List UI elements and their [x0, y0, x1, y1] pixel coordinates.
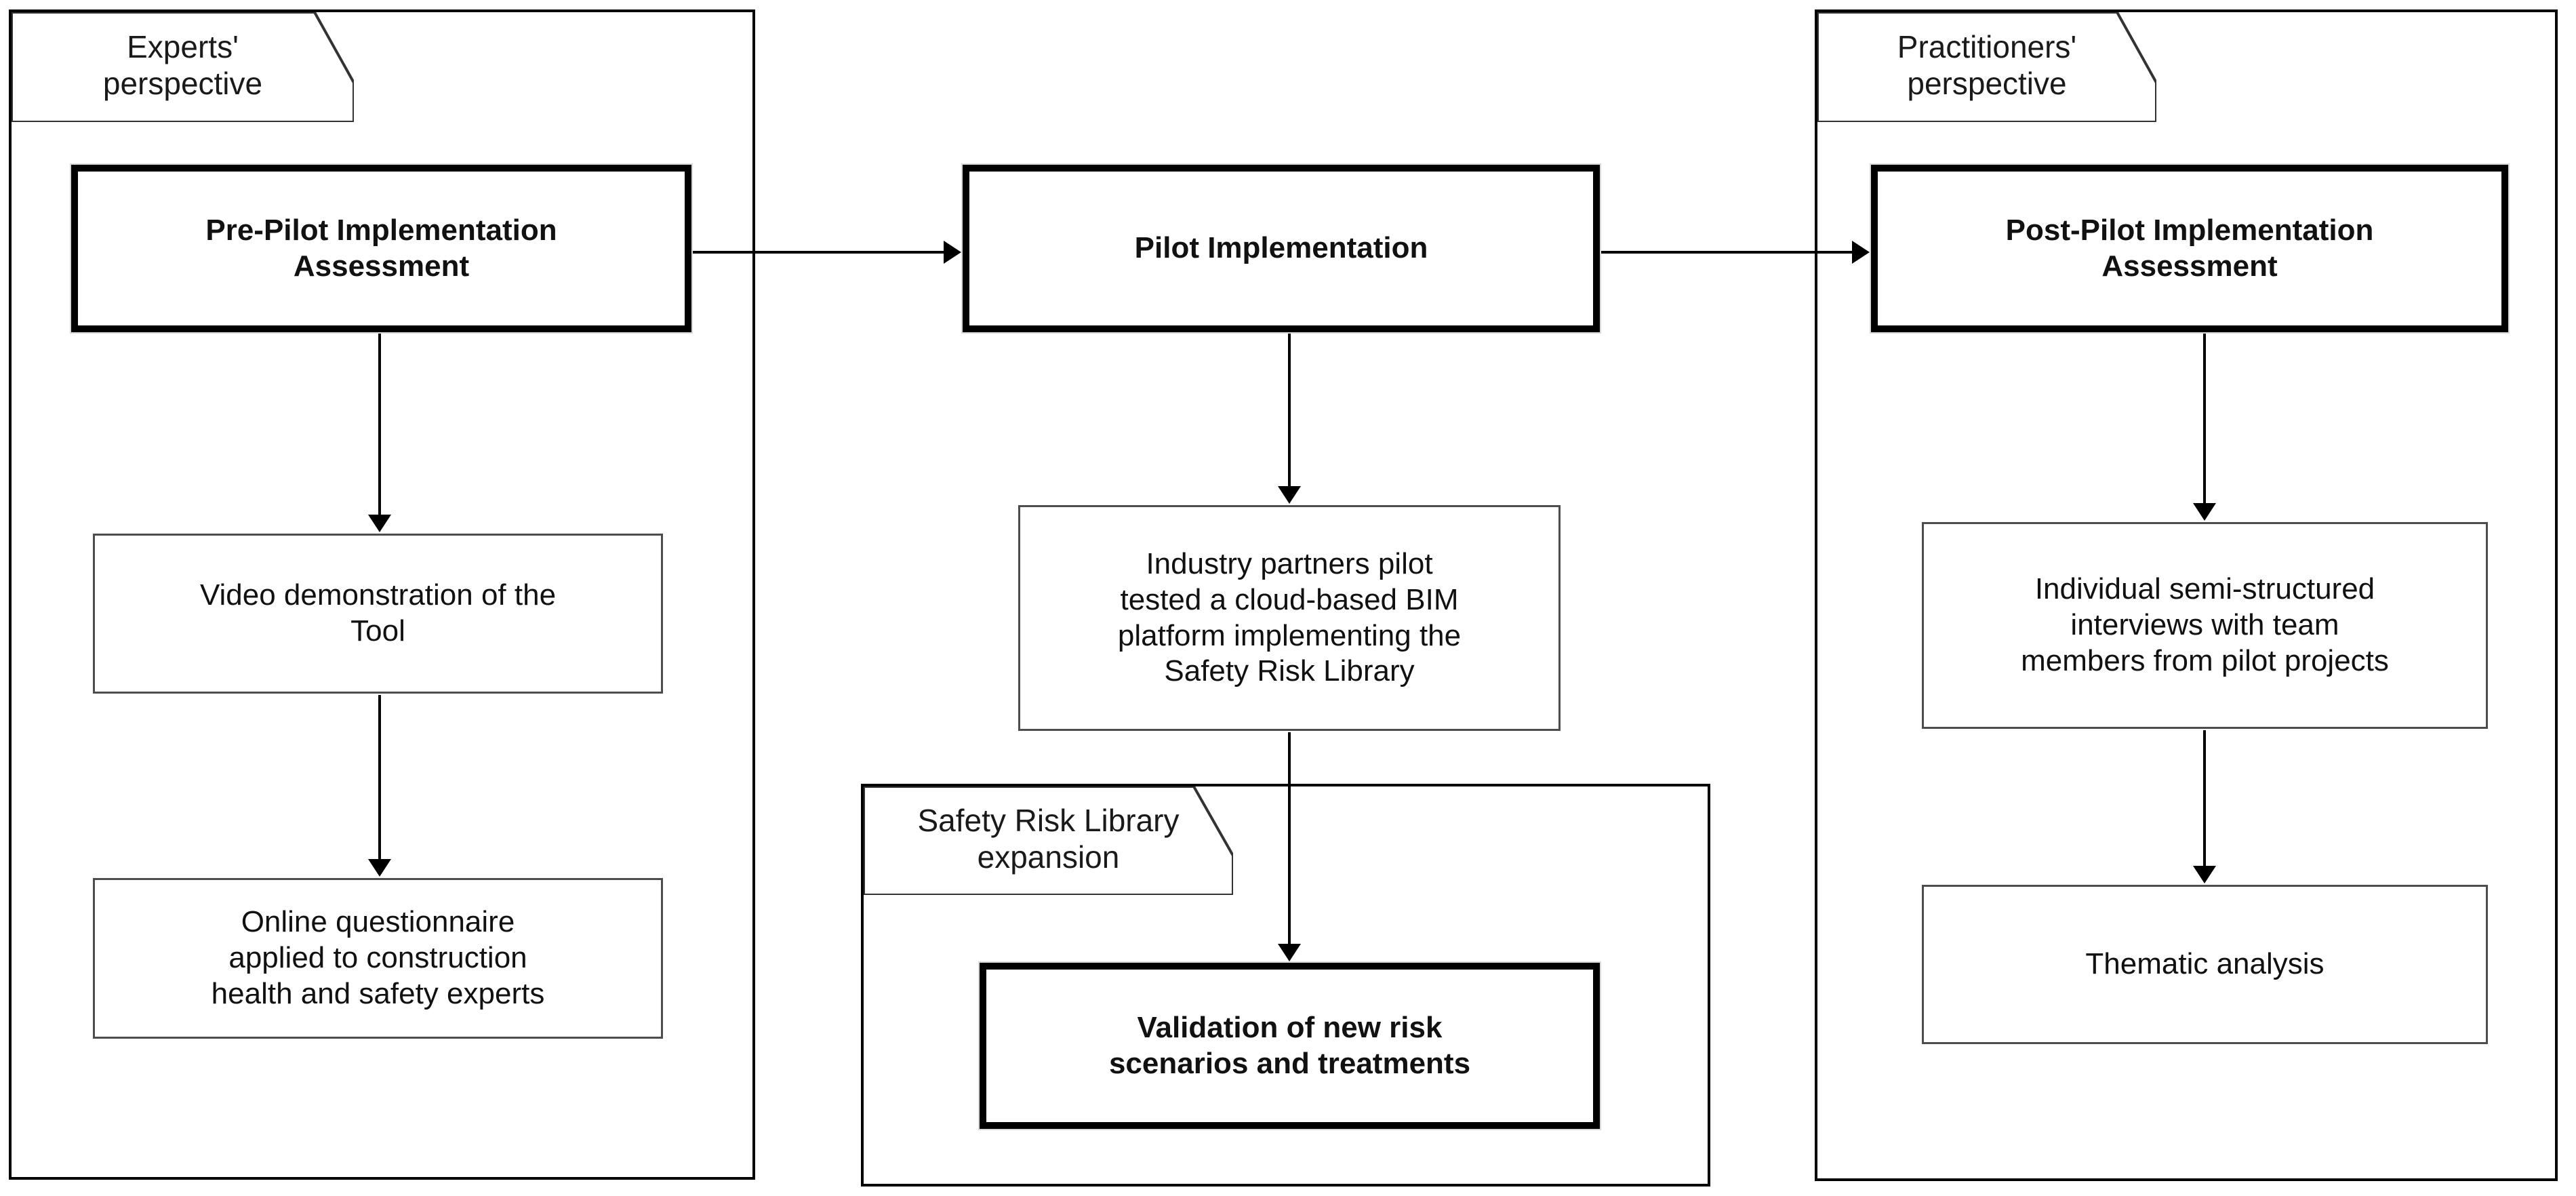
lane-tab-experts: Experts' perspective	[12, 12, 354, 122]
arrowhead-icon-pre-pilot-to-pilot	[944, 241, 961, 264]
node-label-industry-partners-pilot: Industry partners pilot tested a cloud-b…	[1117, 546, 1462, 688]
node-label-post-pilot-implementation-assessment: Post-Pilot Implementation Assessment	[2005, 213, 2374, 283]
node-industry-partners-pilot[interactable]: Industry partners pilot tested a cloud-b…	[1018, 505, 1561, 731]
node-label-pre-pilot-implementation-assessment: Pre-Pilot Implementation Assessment	[205, 213, 557, 283]
lane-tab-label-safety-risk-library: Safety Risk Library expansion	[917, 802, 1180, 875]
lane-tab-label-experts: Experts' perspective	[102, 28, 263, 101]
node-label-video-demonstration-of-the-tool: Video demonstration of the Tool	[199, 578, 557, 647]
node-pilot-implementation[interactable]: Pilot Implementation	[963, 165, 1600, 332]
node-video-demonstration-of-the-tool[interactable]: Video demonstration of the Tool	[93, 534, 663, 694]
lane-tab-safety-risk-library: Safety Risk Library expansion	[864, 786, 1233, 895]
node-validation-of-new-risk-scenarios[interactable]: Validation of new risk scenarios and tre…	[980, 963, 1600, 1129]
lane-tab-practitioners: Practitioners' perspective	[1817, 12, 2156, 122]
node-thematic-analysis[interactable]: Thematic analysis	[1922, 885, 2488, 1044]
lane-tab-label-practitioners: Practitioners' perspective	[1897, 28, 2077, 101]
node-individual-semi-structured-interviews[interactable]: Individual semi-structured interviews wi…	[1922, 522, 2488, 729]
node-label-online-questionnaire: Online questionnaire applied to construc…	[211, 905, 545, 1010]
node-label-thematic-analysis: Thematic analysis	[2085, 947, 2325, 981]
node-post-pilot-implementation-assessment[interactable]: Post-Pilot Implementation Assessment	[1871, 165, 2508, 332]
node-label-validation-of-new-risk-scenarios: Validation of new risk scenarios and tre…	[1108, 1010, 1471, 1080]
node-pre-pilot-implementation-assessment[interactable]: Pre-Pilot Implementation Assessment	[71, 165, 691, 332]
node-label-individual-semi-structured-interviews: Individual semi-structured interviews wi…	[2021, 572, 2389, 677]
node-label-pilot-implementation: Pilot Implementation	[1134, 231, 1428, 265]
arrowhead-icon-pilot-to-industry-partners	[1278, 486, 1301, 504]
node-online-questionnaire[interactable]: Online questionnaire applied to construc…	[93, 878, 663, 1039]
